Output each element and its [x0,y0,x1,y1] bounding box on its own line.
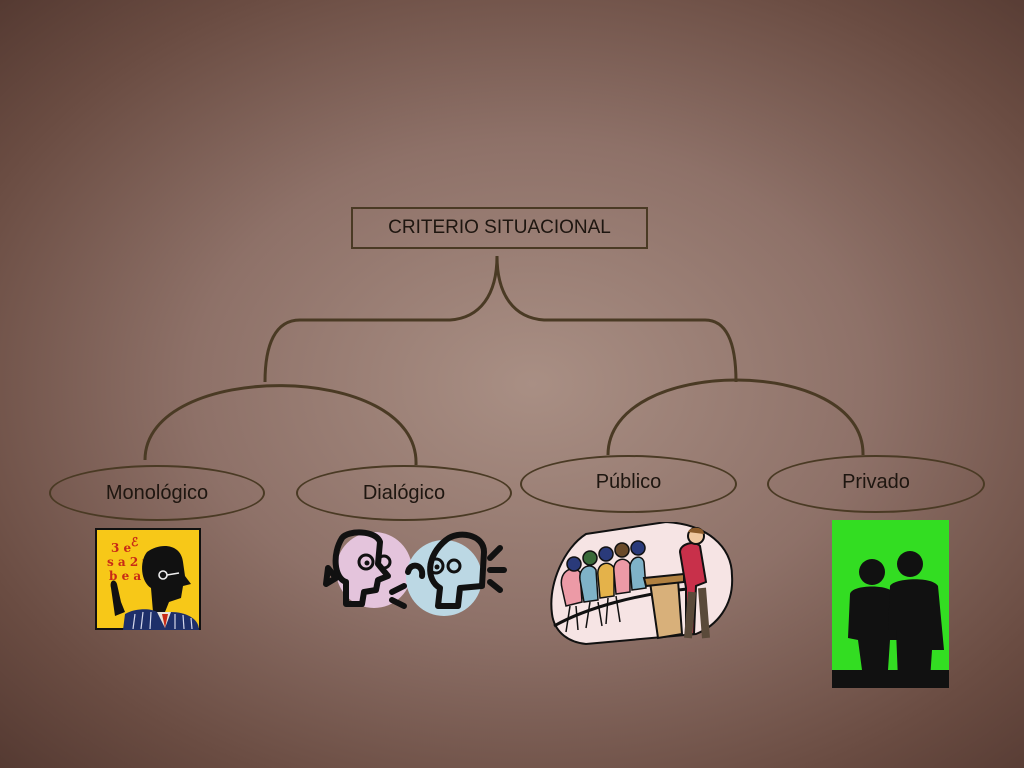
node-privado: Privado [767,455,985,513]
node-label-privado: Privado [842,471,910,493]
node-publico: Público [520,455,737,513]
root-label: CRITERIO SITUACIONAL [388,217,611,238]
node-label-monologico: Monológico [105,481,209,504]
node-dialogico: Dialógico [296,465,512,521]
dialogue-heads-icon [323,529,507,616]
root-node: CRITERIO SITUACIONAL [351,207,648,249]
svg-text:s a 2 y: s a 2 y [107,555,150,569]
svg-text:b e a: b e a [109,569,141,583]
node-label-dialogico: Dialógico [362,481,446,504]
svg-text:ℰ: ℰ [131,535,139,549]
public-audience-icon [550,522,734,646]
svg-text:3 e: 3 e [111,541,132,555]
node-label-publico: Público [595,471,662,493]
private-silhouettes-icon [832,520,949,688]
node-monologico: Monológico [49,465,265,521]
